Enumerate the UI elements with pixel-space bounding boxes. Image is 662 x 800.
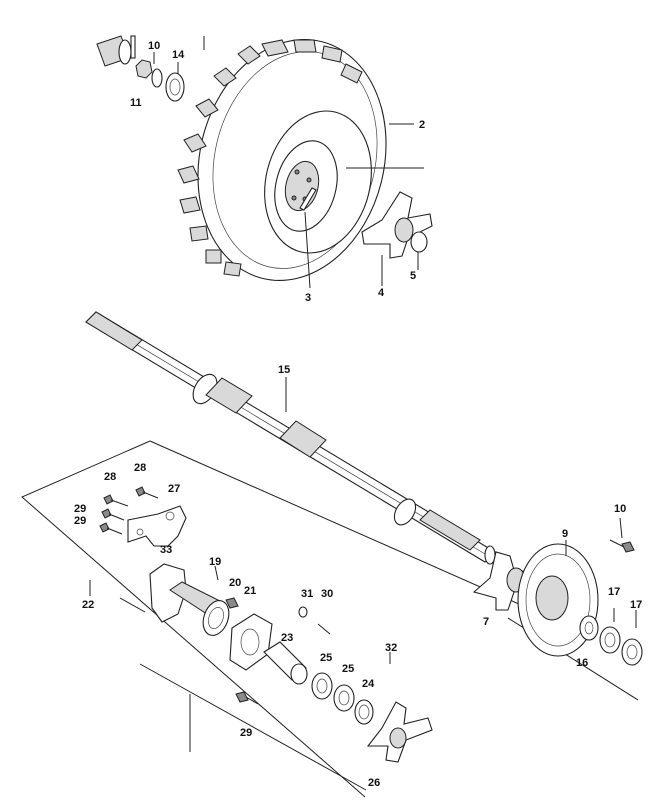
callout-17-b: 17 <box>630 599 643 611</box>
callout-17-a: 17 <box>608 586 621 598</box>
callout-29-a: 29 <box>74 503 87 515</box>
axle-shaft <box>85 311 496 565</box>
callout-29-c: 29 <box>240 727 253 739</box>
callout-28-b: 28 <box>104 471 117 483</box>
callout-32: 32 <box>385 642 398 654</box>
callout-10-top: 10 <box>148 40 161 52</box>
callout-27: 27 <box>168 483 181 495</box>
tire-and-rim <box>177 38 387 282</box>
callout-16: 16 <box>576 657 589 669</box>
callout-2: 2 <box>419 119 426 131</box>
o-ring <box>410 231 428 253</box>
callout-20: 20 <box>229 577 242 589</box>
callout-7: 7 <box>483 616 490 628</box>
seal-24 <box>354 699 374 725</box>
callout-30: 30 <box>321 588 334 600</box>
wheel-leader-lines <box>153 36 424 289</box>
callout-29-b: 29 <box>74 515 87 527</box>
bolt-20 <box>225 597 239 609</box>
axle-housing <box>149 563 230 636</box>
callout-22: 22 <box>82 599 95 611</box>
callout-14: 14 <box>172 49 185 61</box>
callout-15: 15 <box>278 364 291 376</box>
hub-26 <box>366 701 433 763</box>
bearings-16-17 <box>579 615 643 666</box>
callout-28-a: 28 <box>134 462 147 474</box>
flange-plate-21 <box>229 613 273 671</box>
callout-5: 5 <box>410 270 417 282</box>
callout-23: 23 <box>281 632 294 644</box>
callout-31: 31 <box>301 588 314 600</box>
bolt-10-right <box>609 539 635 553</box>
bolt-29-lower <box>235 691 259 705</box>
callout-25-a: 25 <box>320 652 333 664</box>
callout-25-b: 25 <box>342 663 355 675</box>
callout-3: 3 <box>305 292 312 304</box>
washer-31 <box>298 606 308 618</box>
bolt-group <box>99 486 159 535</box>
callout-4: 4 <box>378 287 385 299</box>
callout-24: 24 <box>362 678 375 690</box>
axle-nut-group <box>96 35 185 102</box>
callout-10-right: 10 <box>614 503 627 515</box>
caliper-bracket <box>127 505 187 547</box>
callout-19: 19 <box>209 556 222 568</box>
callout-9: 9 <box>562 528 569 540</box>
callout-26: 26 <box>368 777 381 789</box>
callout-33: 33 <box>160 544 173 556</box>
callout-11: 11 <box>130 97 142 109</box>
bearings-25 <box>311 672 355 712</box>
brake-disc-9 <box>517 543 599 657</box>
callout-21: 21 <box>244 585 257 597</box>
spacer-tube-23 <box>263 641 308 685</box>
